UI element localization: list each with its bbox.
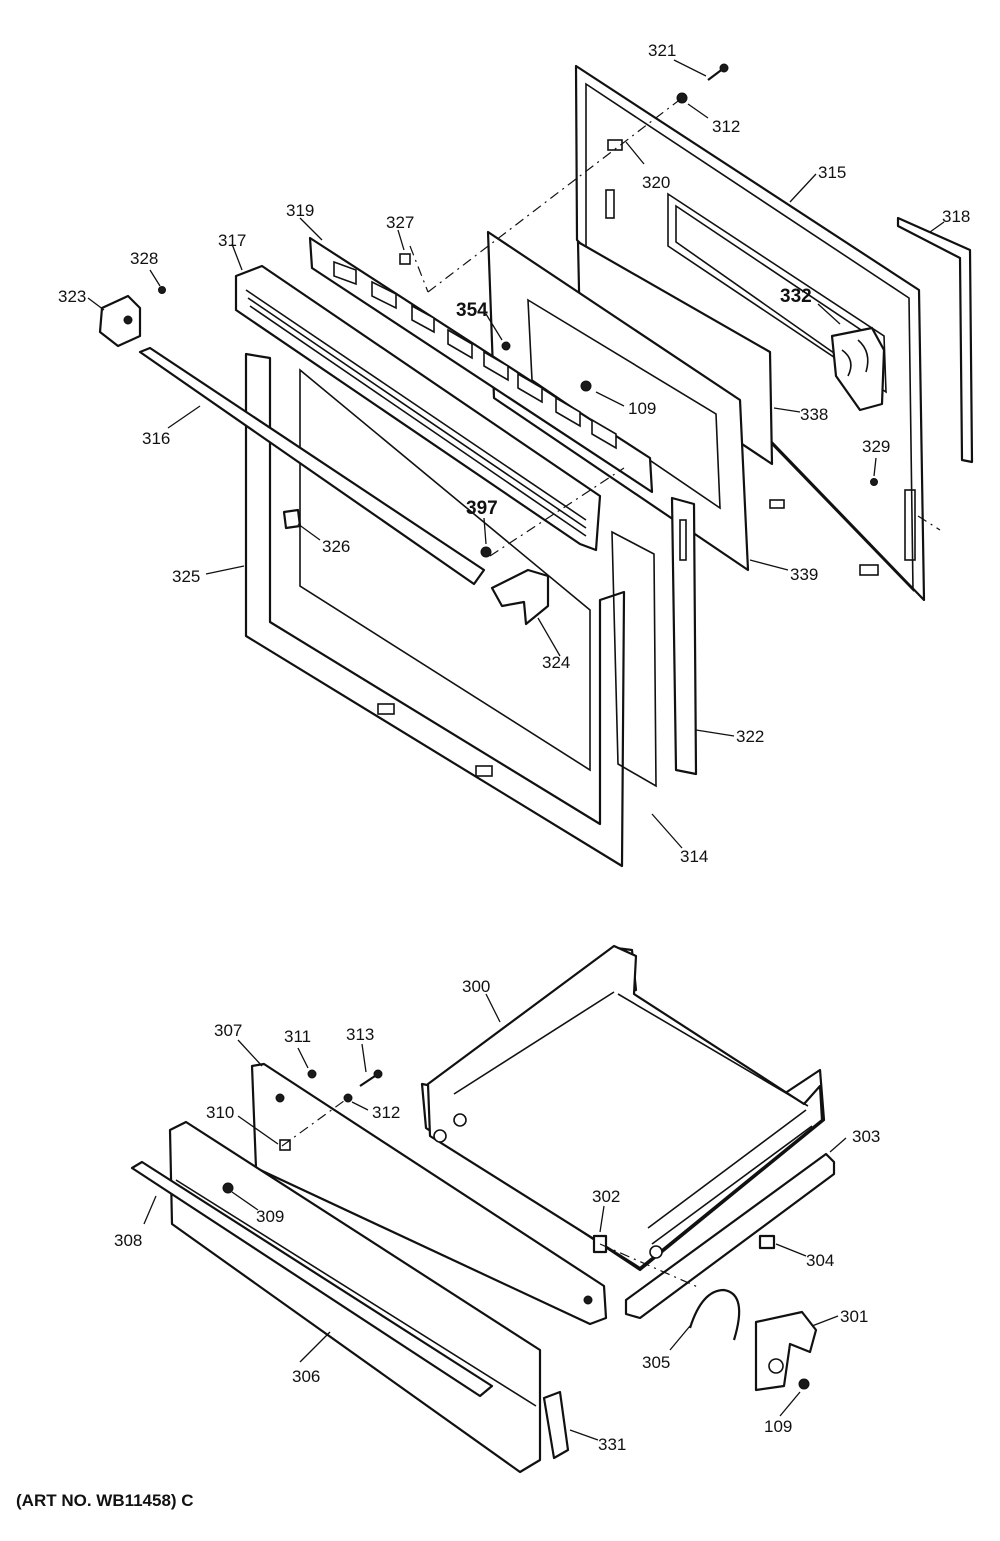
spring-305 xyxy=(688,1288,741,1341)
vent-trim-317 xyxy=(234,264,602,552)
label-316: 316 xyxy=(142,429,170,448)
centerline-c xyxy=(489,467,625,557)
nut-328 xyxy=(158,286,166,294)
door-insulation-332 xyxy=(830,326,886,412)
label-306: 306 xyxy=(292,1367,320,1386)
drawer-handle-308 xyxy=(130,1160,494,1398)
label-328: 328 xyxy=(130,249,158,268)
centerline-d xyxy=(917,515,941,531)
label-326: 326 xyxy=(322,537,350,556)
label-323: 323 xyxy=(58,287,86,306)
plug-311 xyxy=(307,1069,317,1079)
label-109-lower: 109 xyxy=(764,1417,792,1436)
nut-109-lower xyxy=(798,1378,810,1390)
label-313: 313 xyxy=(346,1025,374,1044)
label-332: 332 xyxy=(780,286,812,307)
centerline-a xyxy=(427,97,683,293)
nut-109-upper xyxy=(580,380,592,392)
label-338: 338 xyxy=(800,405,828,424)
label-300: 300 xyxy=(462,977,490,996)
label-303: 303 xyxy=(852,1127,880,1146)
label-317: 317 xyxy=(218,231,246,250)
label-354: 354 xyxy=(456,300,488,321)
centerline-b xyxy=(409,245,429,293)
screw-329 xyxy=(870,478,878,486)
drawer-rear-bracket-301 xyxy=(754,1310,818,1392)
door-gasket-314 xyxy=(611,530,657,788)
label-329: 329 xyxy=(862,437,890,456)
centerline-e xyxy=(281,1097,349,1147)
label-321: 321 xyxy=(648,41,676,60)
screw-354 xyxy=(501,341,511,351)
screw-321 xyxy=(707,63,729,81)
door-liner-339 xyxy=(486,230,750,572)
label-331: 331 xyxy=(598,1435,626,1454)
label-339: 339 xyxy=(790,565,818,584)
nut-312-upper xyxy=(676,92,688,104)
roller-304 xyxy=(758,1234,776,1250)
clip-310 xyxy=(279,1139,291,1151)
clip-327 xyxy=(399,253,411,265)
label-324: 324 xyxy=(542,653,570,672)
label-301: 301 xyxy=(840,1307,868,1326)
label-307: 307 xyxy=(214,1021,242,1040)
label-302: 302 xyxy=(592,1187,620,1206)
latch-bracket-323 xyxy=(98,294,142,348)
art-number-note: (ART NO. WB11458) C xyxy=(16,1491,194,1510)
drawer-bracket-331 xyxy=(542,1390,570,1460)
label-310: 310 xyxy=(206,1103,234,1122)
nut-397 xyxy=(480,546,492,558)
door-frame-325 xyxy=(244,352,626,868)
label-109-upper: 109 xyxy=(628,399,656,418)
handle-bracket-324 xyxy=(490,568,550,626)
label-305: 305 xyxy=(642,1353,670,1372)
label-312-upper: 312 xyxy=(712,117,740,136)
label-318: 318 xyxy=(942,207,970,226)
label-312-lower: 312 xyxy=(372,1103,400,1122)
screw-313 xyxy=(359,1069,383,1087)
drawer-body-300 xyxy=(420,944,826,1272)
label-397: 397 xyxy=(466,498,498,519)
door-side-channel-322 xyxy=(670,496,698,776)
part-labels: 321 312 320 315 318 319 327 317 328 323 … xyxy=(16,41,970,1510)
door-handle-316 xyxy=(138,346,486,586)
label-327: 327 xyxy=(386,213,414,232)
label-304: 304 xyxy=(806,1251,834,1270)
label-314: 314 xyxy=(680,847,708,866)
centerline-f xyxy=(599,1243,701,1289)
clip-326 xyxy=(282,508,302,530)
label-322: 322 xyxy=(736,727,764,746)
label-320: 320 xyxy=(642,173,670,192)
label-309: 309 xyxy=(256,1207,284,1226)
drawer-front-306 xyxy=(168,1120,542,1474)
label-319: 319 xyxy=(286,201,314,220)
baffle-319 xyxy=(308,236,654,494)
door-trim-318 xyxy=(896,216,974,464)
label-308: 308 xyxy=(114,1231,142,1250)
label-315: 315 xyxy=(818,163,846,182)
label-311: 311 xyxy=(284,1027,311,1046)
label-325: 325 xyxy=(172,567,200,586)
drawer-rail-303 xyxy=(624,1152,836,1320)
